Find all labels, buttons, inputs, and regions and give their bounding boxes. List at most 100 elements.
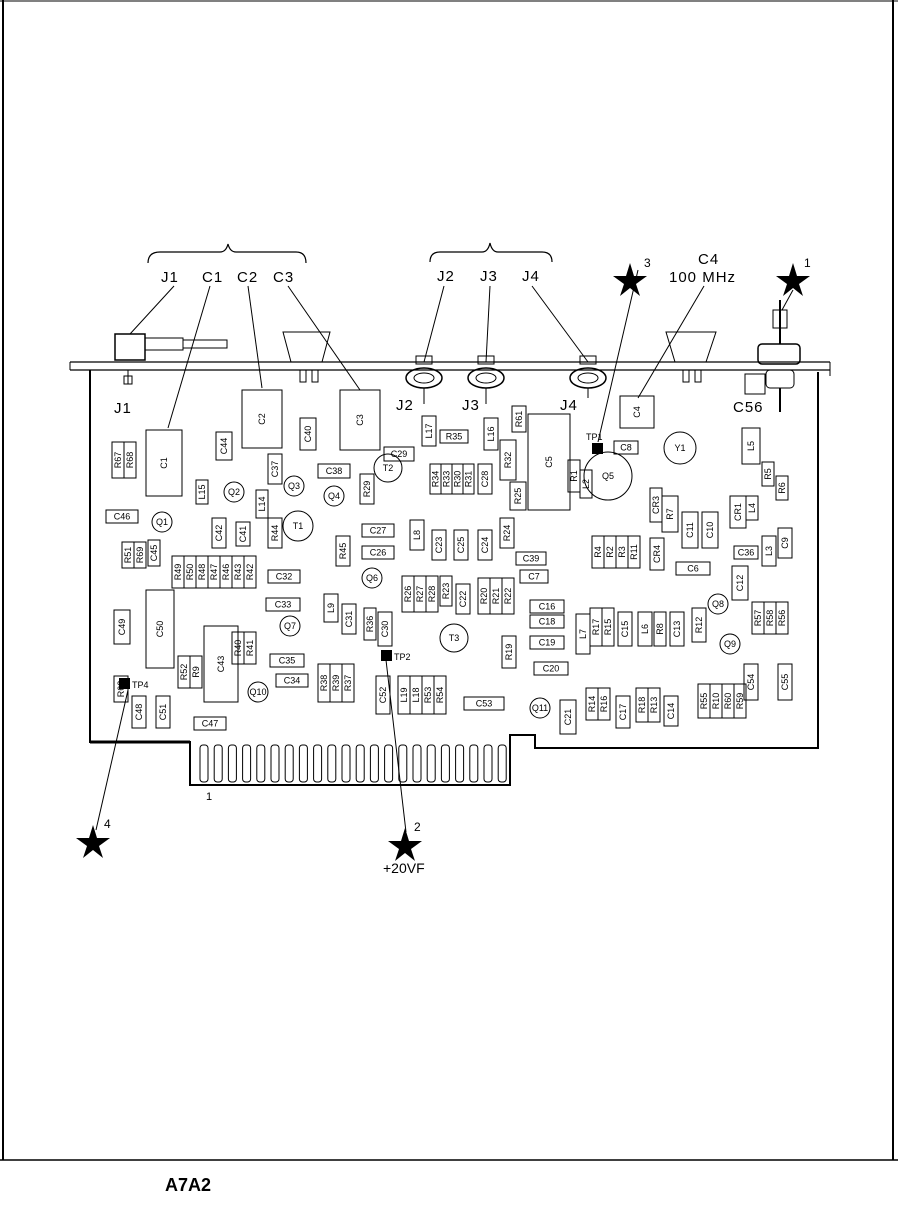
component-r28: R28 <box>425 575 439 613</box>
component-r52: R52 <box>177 655 191 689</box>
component-label: R18 <box>637 697 647 714</box>
test-point-tp1 <box>592 443 603 454</box>
edge-finger <box>469 744 479 783</box>
component-c46: C46 <box>105 509 139 524</box>
component-label: R42 <box>245 564 255 581</box>
component-label: C50 <box>155 621 165 638</box>
component-c24: C24 <box>477 529 493 561</box>
edge-finger <box>497 744 507 783</box>
component-r5: R5 <box>761 461 775 487</box>
component-r13: R13 <box>647 687 661 723</box>
component-c9: C9 <box>777 527 793 559</box>
component-r60: R60 <box>721 683 735 719</box>
component-label: R40 <box>233 640 243 657</box>
component-label: C13 <box>672 621 682 638</box>
brace-left <box>147 243 307 264</box>
c56-feedthrough <box>744 300 801 412</box>
component-c2: C2 <box>241 389 283 449</box>
component-label: C22 <box>458 591 468 608</box>
component-c41: C41 <box>235 521 251 547</box>
edge-finger <box>483 744 493 783</box>
component-c31: C31 <box>341 603 357 635</box>
component-c48: C48 <box>131 695 147 729</box>
component-label: L3 <box>764 546 774 556</box>
component-q3: Q3 <box>283 475 305 497</box>
component-label: C3 <box>355 414 365 426</box>
component-c47: C47 <box>193 716 227 731</box>
component-label: R69 <box>135 547 145 564</box>
component-label: C38 <box>326 466 343 476</box>
label-j1-top: J1 <box>161 269 179 286</box>
edge-finger <box>227 744 237 783</box>
component-r26: R26 <box>401 575 415 613</box>
component-c26: C26 <box>361 545 395 560</box>
component-label: C46 <box>114 512 131 522</box>
component-r3: R3 <box>615 535 629 569</box>
component-r27: R27 <box>413 575 427 613</box>
component-r35: R35 <box>439 429 469 444</box>
component-label: C23 <box>434 537 444 554</box>
component-r21: R21 <box>489 577 503 615</box>
component-label: Q11 <box>532 703 548 713</box>
component-r16: R16 <box>597 687 611 721</box>
conn-label-j3: J3 <box>462 397 480 414</box>
component-q5: Q5 <box>583 451 633 501</box>
component-label: R8 <box>655 623 665 635</box>
component-label: R4 <box>593 546 603 558</box>
label-c3-top: C3 <box>273 269 294 286</box>
component-r29: R29 <box>359 473 375 505</box>
component-label: R57 <box>753 610 763 627</box>
component-c19: C19 <box>529 635 565 650</box>
component-label: C54 <box>746 674 756 691</box>
component-label: C30 <box>380 621 390 638</box>
component-c39: C39 <box>515 551 547 566</box>
component-label: R16 <box>599 696 609 713</box>
component-label: R53 <box>423 687 433 704</box>
component-label: Q9 <box>724 639 736 649</box>
component-c6: C6 <box>675 561 711 576</box>
component-label: Q6 <box>366 573 378 583</box>
component-l9: L9 <box>323 593 339 623</box>
component-label: C41 <box>238 526 248 543</box>
conn-label-j1: J1 <box>114 400 132 417</box>
component-r20: R20 <box>477 577 491 615</box>
component-l5: L5 <box>741 427 761 465</box>
component-r50: R50 <box>183 555 197 589</box>
component-label: L19 <box>399 687 409 702</box>
component-r42: R42 <box>243 555 257 589</box>
component-r46: R46 <box>219 555 233 589</box>
component-r56: R56 <box>775 601 789 635</box>
component-q7: Q7 <box>279 615 301 637</box>
component-label: R54 <box>435 687 445 704</box>
label-c2-top: C2 <box>237 269 258 286</box>
component-c50: C50 <box>145 589 175 669</box>
component-t3: T3 <box>439 623 469 653</box>
component-label: L15 <box>197 484 207 499</box>
component-label: R11 <box>629 544 639 560</box>
component-label: C12 <box>735 575 745 592</box>
component-label: R67 <box>113 452 123 469</box>
component-r30: R30 <box>451 463 464 495</box>
component-c17: C17 <box>615 695 631 729</box>
label-j4-top: J4 <box>522 268 540 285</box>
component-label: C11 <box>685 522 695 538</box>
conn-label-j2: J2 <box>396 397 414 414</box>
component-label: C37 <box>270 461 280 478</box>
component-r69: R69 <box>133 541 147 569</box>
component-label: R32 <box>503 452 513 469</box>
component-r24: R24 <box>499 517 515 549</box>
component-label: R45 <box>338 543 348 560</box>
component-label: L9 <box>326 603 336 613</box>
component-c18: C18 <box>529 614 565 629</box>
edge-pin-1-label: 1 <box>206 791 212 803</box>
component-r33: R33 <box>440 463 453 495</box>
edge-finger <box>213 744 223 783</box>
component-label: T2 <box>383 463 394 473</box>
component-cr4: CR4 <box>649 537 665 571</box>
component-label: R13 <box>649 697 659 714</box>
component-label: R51 <box>123 547 133 564</box>
component-r59: R59 <box>733 683 747 719</box>
component-cr1: CR1 <box>729 495 747 529</box>
component-r57: R57 <box>751 601 765 635</box>
